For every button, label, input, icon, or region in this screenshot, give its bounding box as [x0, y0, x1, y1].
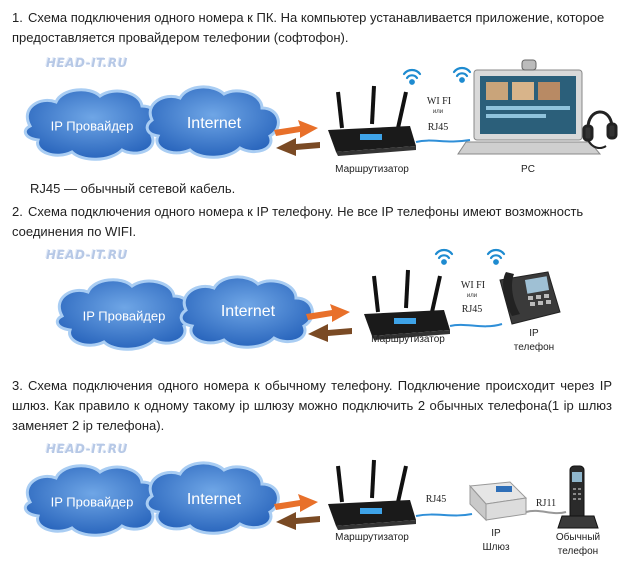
- arrow-right-icon: [274, 120, 318, 138]
- paragraph-text: Схема подключения одного номера к IP тел…: [12, 204, 584, 239]
- wifi-icon: [434, 248, 454, 265]
- cordless-phone-icon: Обычный телефон: [556, 465, 600, 557]
- ip-phone-icon: IP телефон: [499, 271, 561, 353]
- cloud-internet-label: Internet: [221, 303, 276, 320]
- arrow-left-icon: [276, 512, 320, 530]
- scheme-gateway: HEAD-IT.RU IP Провайдер Internet Маршрут…: [0, 436, 628, 567]
- wifi-label: WI FI: [427, 96, 451, 107]
- scheme-pc: HEAD-IT.RU IP Провайдер Internet: [0, 50, 628, 180]
- router-label: Маршрутизатор: [371, 334, 445, 345]
- wifi-label: WI FI: [461, 280, 485, 291]
- rj11-label: RJ11: [536, 498, 556, 509]
- arrow-right-icon: [274, 494, 318, 512]
- watermark-logo: HEAD-IT.RU: [46, 248, 128, 262]
- network-cable: [449, 323, 503, 328]
- cloud-provider: IP Провайдер: [23, 88, 162, 161]
- phone-cable: [525, 509, 567, 515]
- cloud-provider-label: IP Провайдер: [51, 494, 134, 509]
- wifi-icon: [486, 248, 506, 265]
- exchange-arrows: [274, 494, 320, 530]
- router-icon: Маршрутизатор: [328, 85, 416, 175]
- rj45-label: RJ45: [428, 122, 449, 133]
- cloud-internet: Internet: [145, 461, 280, 535]
- arrow-left-icon: [276, 138, 320, 156]
- gateway-label-1: IP: [491, 528, 501, 539]
- paragraph-number: 1.: [12, 10, 23, 25]
- arrow-right-icon: [306, 304, 350, 322]
- wifi-icon: [452, 66, 472, 83]
- paragraph-number: 3.: [12, 378, 23, 393]
- gateway-label-2: Шлюз: [482, 542, 510, 553]
- paragraph-1: 1.Схема подключения одного номера к ПК. …: [12, 8, 612, 48]
- cloud-internet-label: Internet: [187, 491, 242, 508]
- scheme-gateway-diagram: IP Провайдер Internet Маршрутизатор RJ45…: [23, 459, 600, 557]
- ip-phone-label-1: IP: [529, 328, 539, 339]
- network-cable: [415, 513, 473, 517]
- cloud-provider-label: IP Провайдер: [51, 118, 134, 133]
- paragraph-text: Схема подключения одного номера к обычно…: [12, 378, 612, 433]
- cloud-internet-label: Internet: [187, 115, 242, 132]
- router-icon: Маршрутизатор: [364, 269, 450, 345]
- scheme-ip-phone: HEAD-IT.RU IP Провайдер Internet Маршрут…: [0, 242, 628, 372]
- laptop-icon: PC: [457, 59, 602, 175]
- pc-label: PC: [521, 164, 535, 175]
- or-label: или: [433, 109, 443, 115]
- paragraph-number: 2.: [12, 204, 23, 219]
- scheme-ip-phone-diagram: IP Провайдер Internet Маршрутизатор WI F…: [55, 248, 561, 353]
- scheme-pc-diagram: IP Провайдер Internet Маршрутизатор: [23, 59, 618, 175]
- phone-label-1: Обычный: [556, 531, 600, 543]
- watermark-logo: HEAD-IT.RU: [46, 56, 128, 70]
- watermark-logo: HEAD-IT.RU: [46, 442, 128, 456]
- cloud-provider: IP Провайдер: [23, 464, 162, 537]
- paragraph-2: 2.Схема подключения одного номера к IP т…: [12, 202, 612, 242]
- gateway-icon: IP Шлюз: [468, 481, 528, 553]
- cloud-provider: IP Провайдер: [55, 278, 194, 351]
- wifi-icon: [402, 68, 422, 85]
- paragraph-3: 3.Схема подключения одного номера к обыч…: [12, 376, 612, 436]
- or-label: или: [467, 293, 477, 299]
- ip-phone-label-2: телефон: [514, 341, 554, 353]
- router-icon: Маршрутизатор: [328, 459, 416, 543]
- paragraph-text: Схема подключения одного номера к ПК. На…: [12, 10, 605, 45]
- exchange-arrows: [306, 304, 352, 342]
- phone-label-2: телефон: [558, 545, 598, 557]
- network-cable: [415, 139, 471, 143]
- router-label: Маршрутизатор: [335, 164, 409, 175]
- cloud-internet: Internet: [179, 275, 314, 349]
- arrow-left-icon: [308, 324, 352, 342]
- rj45-label: RJ45: [426, 494, 447, 505]
- router-label: Маршрутизатор: [335, 532, 409, 543]
- cloud-internet: Internet: [145, 85, 280, 159]
- headset-icon: [582, 110, 618, 149]
- cloud-provider-label: IP Провайдер: [83, 308, 166, 323]
- rj45-note: RJ45 — обычный сетевой кабель.: [30, 181, 236, 196]
- exchange-arrows: [274, 120, 320, 156]
- rj45-label: RJ45: [462, 304, 483, 315]
